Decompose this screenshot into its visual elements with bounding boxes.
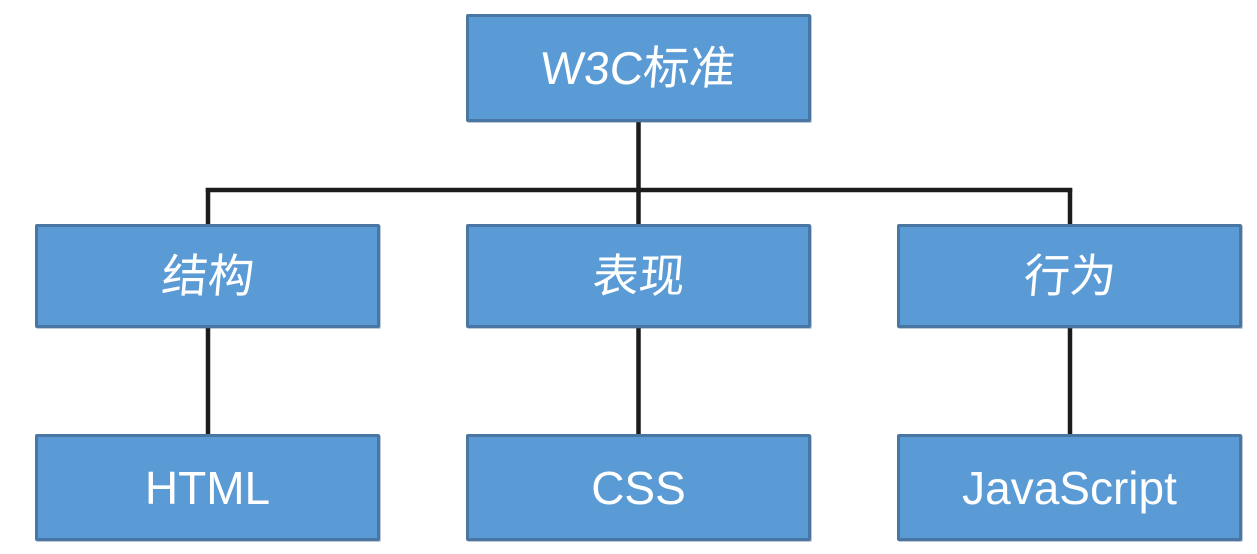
- node-behavior: 行为: [897, 224, 1242, 328]
- node-html-label: HTML: [144, 461, 271, 514]
- node-html: HTML: [35, 434, 380, 541]
- node-presentation: 表现: [466, 224, 811, 328]
- node-javascript: JavaScript: [897, 434, 1242, 541]
- node-presentation-label: 表现: [590, 250, 687, 302]
- node-css: CSS: [466, 434, 811, 541]
- node-javascript-label: JavaScript: [962, 461, 1177, 514]
- node-w3c-standard: W3C标准: [466, 14, 811, 122]
- node-behavior-label: 行为: [1021, 250, 1118, 302]
- node-w3c-standard-label: W3C标准: [539, 42, 738, 94]
- node-structure-label: 结构: [159, 250, 256, 302]
- node-structure: 结构: [35, 224, 380, 328]
- node-css-label: CSS: [591, 461, 686, 514]
